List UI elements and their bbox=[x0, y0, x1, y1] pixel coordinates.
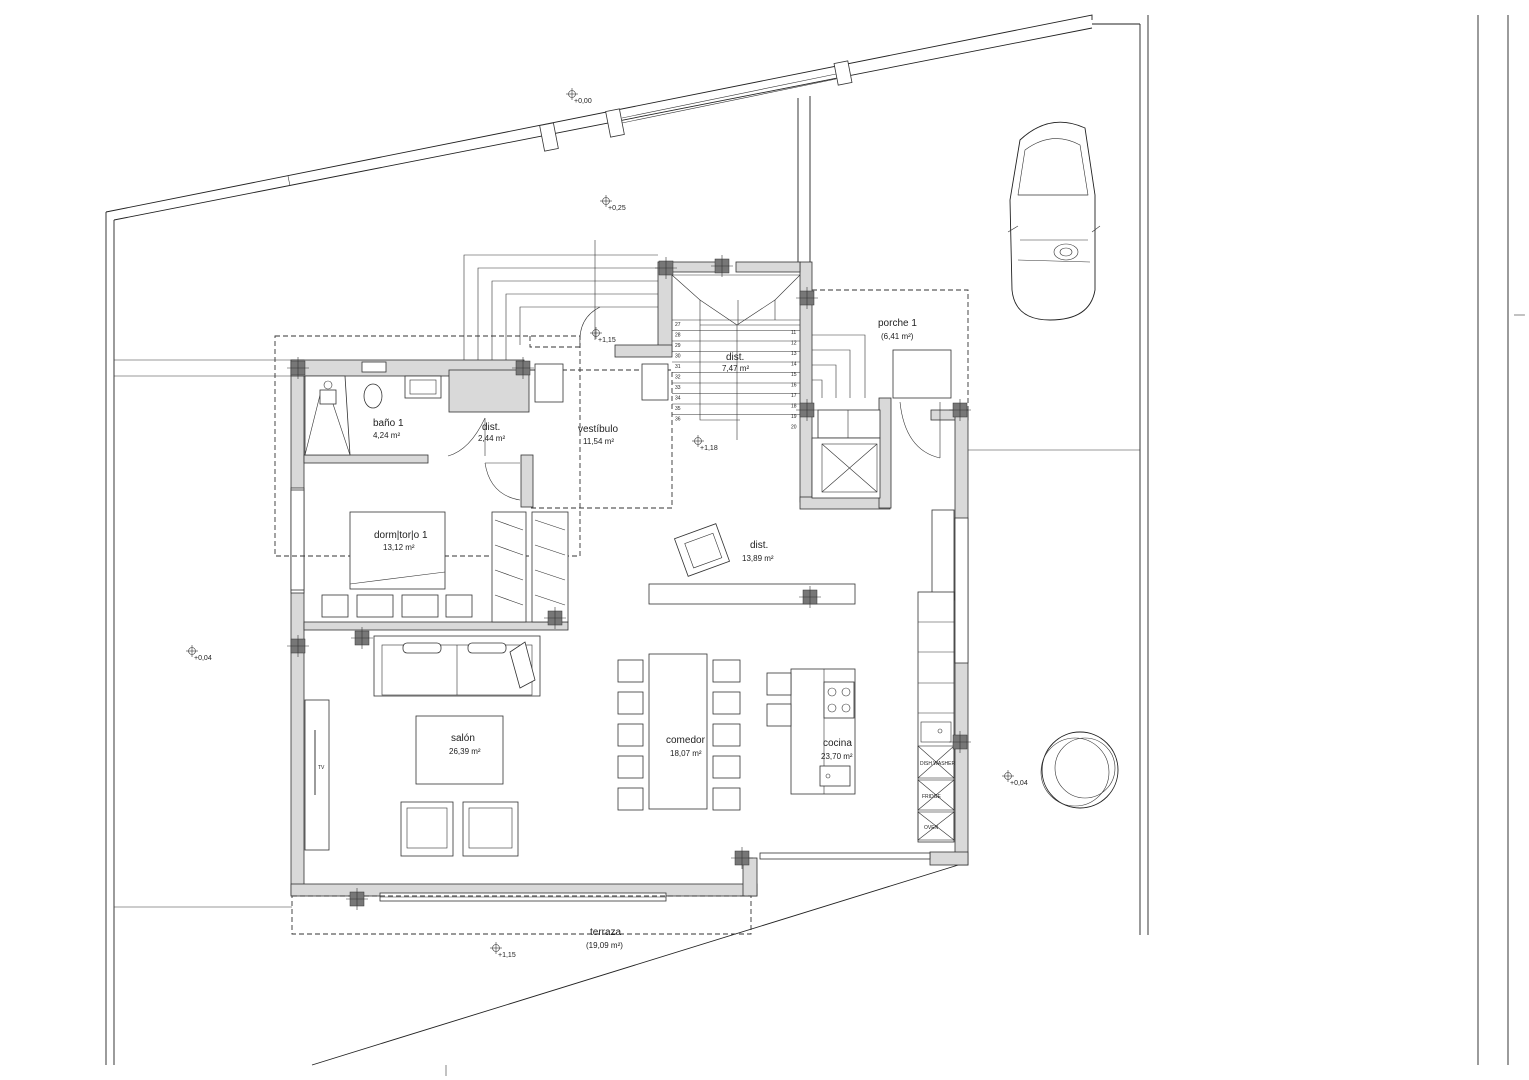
stair-step-number: 12 bbox=[791, 341, 797, 347]
room-name-dormitorio-1: dorm|tor|o 1 bbox=[374, 530, 428, 541]
kitchen-counter bbox=[917, 509, 955, 843]
room-name-vestibulo: vestíbulo bbox=[578, 424, 618, 435]
bed bbox=[321, 511, 473, 618]
counter bbox=[648, 583, 856, 605]
dining-chair bbox=[617, 787, 644, 811]
tv-label: TV bbox=[318, 765, 325, 771]
sofa bbox=[373, 635, 541, 697]
room-name-terraza: terraza bbox=[590, 927, 622, 938]
porch-steps bbox=[812, 334, 952, 459]
dashed-outlines bbox=[274, 289, 969, 935]
room-area-dormitorio-1: 13,12 m² bbox=[383, 543, 415, 552]
living-room-furniture bbox=[304, 699, 519, 857]
stair-step-number: 19 bbox=[791, 414, 797, 420]
lift bbox=[811, 409, 881, 499]
stair-step-number: 11 bbox=[791, 330, 796, 336]
room-area-comedor: 18,07 m² bbox=[670, 749, 702, 758]
stair-step-number: 17 bbox=[791, 393, 797, 399]
room-labels: baño 1 4,24 m² dist. 2,44 m² vestíbulo 1… bbox=[373, 318, 917, 950]
fridge-label: FRIDGE bbox=[922, 794, 942, 800]
level-marker-label: +1,15 bbox=[598, 337, 616, 344]
room-name-dist-main: dist. bbox=[750, 540, 768, 551]
room-name-cocina: cocina bbox=[823, 738, 852, 749]
room-area-terraza: (19,09 m²) bbox=[586, 941, 623, 950]
stair-step-number: 33 bbox=[675, 385, 681, 391]
dining-chair bbox=[712, 787, 741, 811]
stair-step-number: 28 bbox=[675, 333, 681, 339]
kitchen-island bbox=[766, 668, 856, 795]
room-area-bano-1: 4,24 m² bbox=[373, 431, 400, 440]
level-marker-label: +0,25 bbox=[608, 205, 626, 212]
stair-step-number: 16 bbox=[791, 383, 797, 389]
stair-step-number: 29 bbox=[675, 343, 681, 349]
stair-step-number: 20 bbox=[791, 425, 797, 431]
dining-chair bbox=[712, 755, 741, 779]
dining-chair bbox=[712, 723, 741, 747]
room-name-dist-small: dist. bbox=[482, 422, 500, 433]
stair-step-number: 32 bbox=[675, 375, 681, 381]
room-area-dist-main: 13,89 m² bbox=[742, 554, 774, 563]
oven-label: OVEN bbox=[924, 825, 939, 831]
room-area-cocina: 23,70 m² bbox=[821, 752, 853, 761]
site-boundary bbox=[105, 14, 1525, 1076]
room-name-porche-1: porche 1 bbox=[878, 318, 917, 329]
level-marker-label: +1,15 bbox=[498, 952, 516, 959]
entrance-steps bbox=[463, 240, 669, 403]
room-area-porche-1: (6,41 m²) bbox=[881, 332, 914, 341]
stair-step-number: 14 bbox=[791, 362, 797, 368]
doors bbox=[447, 417, 521, 501]
stair-step-number: 30 bbox=[675, 354, 681, 360]
car bbox=[1007, 121, 1101, 321]
dining-chair bbox=[617, 659, 644, 683]
level-marker-label: +0,00 bbox=[574, 98, 592, 105]
windows bbox=[290, 489, 969, 902]
room-area-salon: 26,39 m² bbox=[449, 747, 481, 756]
level-markers: +0,00 +0,25 +1,15 +1,18 +0,04 +0,04 +1,15 bbox=[186, 88, 1028, 959]
dining-chair bbox=[617, 755, 644, 779]
room-name-comedor: comedor bbox=[666, 735, 706, 746]
stair-step-number: 35 bbox=[675, 406, 681, 412]
room-area-dist-small: 2,44 m² bbox=[478, 434, 505, 443]
dining-chair bbox=[712, 659, 741, 683]
room-name-dist-stair: dist. bbox=[726, 352, 744, 363]
stair-step-number: 31 bbox=[675, 364, 681, 370]
dining-table bbox=[617, 653, 741, 811]
armchair bbox=[673, 523, 731, 577]
level-marker-label: +0,04 bbox=[1010, 780, 1028, 787]
room-name-salon: salón bbox=[451, 733, 475, 744]
room-area-dist-stair: 7,47 m² bbox=[722, 364, 749, 373]
stair-step-number: 13 bbox=[791, 351, 797, 357]
stair-step-number: 27 bbox=[675, 322, 681, 328]
staircase: 27 28 29 30 31 32 33 34 35 36 11 12 13 14 15 16 17 18 19 20 bbox=[671, 274, 801, 440]
dining-chair bbox=[617, 723, 644, 747]
columns bbox=[287, 255, 971, 910]
level-marker-label: +1,18 bbox=[700, 445, 718, 452]
stair-step-number: 18 bbox=[791, 404, 797, 410]
room-area-vestibulo: 11,54 m² bbox=[583, 437, 614, 446]
stair-step-number: 34 bbox=[675, 396, 681, 402]
dishwasher-label: DISH WASHER bbox=[920, 761, 955, 767]
room-name-bano-1: baño 1 bbox=[373, 418, 404, 429]
dining-chair bbox=[712, 691, 741, 715]
bathroom-fixtures bbox=[304, 361, 442, 456]
appliance-labels: TV DISH WASHER FRIDGE OVEN bbox=[318, 761, 955, 831]
wardrobe bbox=[491, 511, 569, 623]
stair-step-number: 36 bbox=[675, 417, 681, 423]
stair-step-number: 15 bbox=[791, 372, 797, 378]
level-marker-label: +0,04 bbox=[194, 655, 212, 662]
tree bbox=[1040, 731, 1119, 809]
dining-chair bbox=[617, 691, 644, 715]
